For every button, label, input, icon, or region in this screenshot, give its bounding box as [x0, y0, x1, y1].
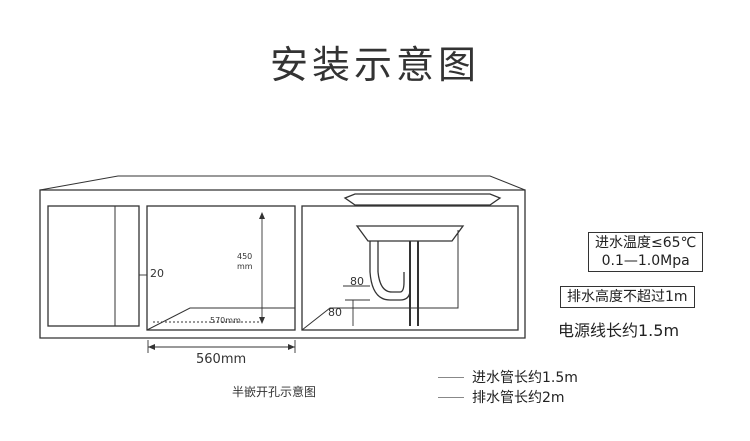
power-cord-length: 电源线长约1.5m — [558, 321, 680, 340]
dim-450-label: 450 — [237, 252, 253, 261]
page-title: 安装示意图 — [269, 43, 480, 87]
legend-outlet-line — [438, 396, 464, 398]
legend-inlet: 进水管长约1.5m — [438, 367, 578, 387]
sink-top — [343, 193, 502, 206]
dim-570-label: 570mm — [210, 316, 241, 325]
dim-80-top-label: 80 — [350, 275, 364, 288]
inlet-temperature: 进水温度≤65℃ — [595, 235, 697, 251]
dim-20-label: 20 — [150, 267, 164, 280]
compartment-left — [47, 205, 140, 327]
sink-basin — [355, 225, 465, 242]
compartment-middle — [146, 205, 296, 331]
compartment-right — [301, 205, 519, 331]
legend-inlet-text: 进水管长约1.5m — [472, 370, 578, 386]
cabinet-top-back — [39, 175, 526, 191]
legend-outlet: 排水管长约2m — [438, 387, 565, 407]
water-spec-box: 进水温度≤65℃ 0.1—1.0Mpa — [588, 232, 704, 272]
cabinet-outer — [39, 189, 526, 339]
dim-450-unit: mm — [237, 262, 253, 271]
dim-80-bottom-label: 80 — [328, 306, 342, 319]
diagram-caption: 半嵌开孔示意图 — [232, 385, 317, 399]
legend-outlet-text: 排水管长约2m — [472, 390, 565, 406]
drain-height-box: 排水高度不超过1m — [560, 286, 695, 308]
water-pressure: 0.1—1.0Mpa — [601, 253, 690, 269]
legend-inlet-line — [438, 376, 464, 378]
dim-560-label: 560mm — [196, 352, 247, 367]
